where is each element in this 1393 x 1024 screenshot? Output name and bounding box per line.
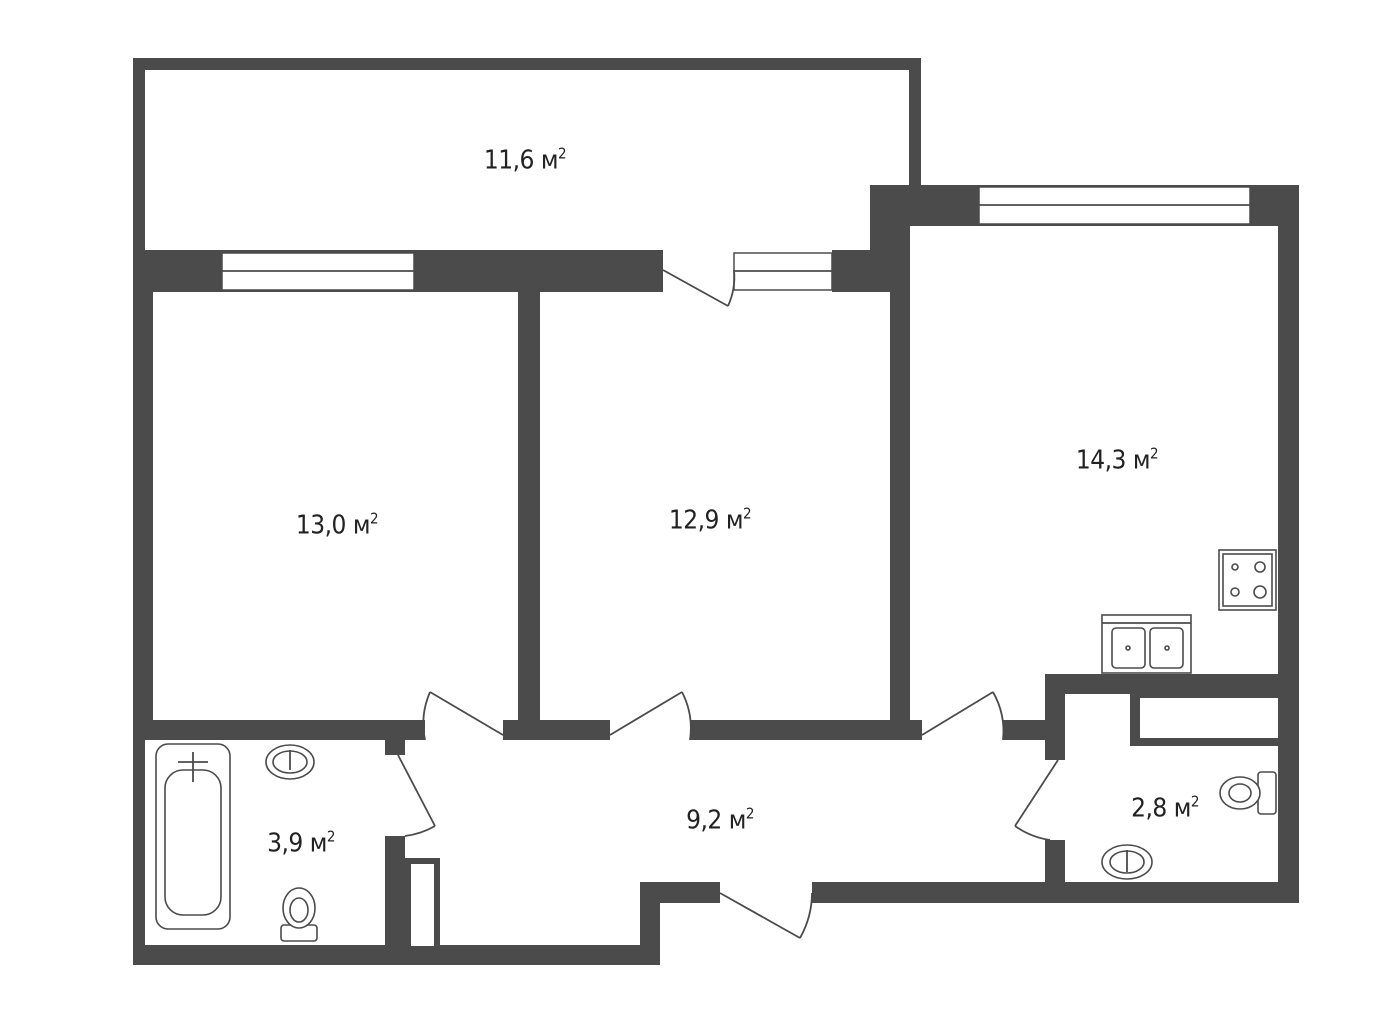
room-area-bedroom-left: 13,0 м2: [295, 509, 379, 541]
room-area-balcony: 11,6 м2: [483, 144, 567, 176]
toilet-icon: [280, 887, 318, 942]
room-area-bedroom-middle: 12,9 м2: [668, 504, 752, 536]
room-area-kitchen: 14,3 м2: [1075, 444, 1159, 476]
windows: [221, 186, 1251, 291]
room-area-toilet: 2,8 м2: [1131, 792, 1199, 824]
kitchen-sink-icon: [1101, 614, 1192, 674]
toilet-icon: [1219, 771, 1277, 815]
stove-icon: [1218, 549, 1277, 611]
sink-icon: [1101, 844, 1153, 880]
doors: [397, 269, 1059, 939]
room-area-hallway: 9,2 м2: [686, 804, 754, 836]
bathtub-icon: [155, 743, 231, 930]
room-area-bathroom: 3,9 м2: [267, 827, 335, 859]
sink-icon: [265, 744, 315, 780]
